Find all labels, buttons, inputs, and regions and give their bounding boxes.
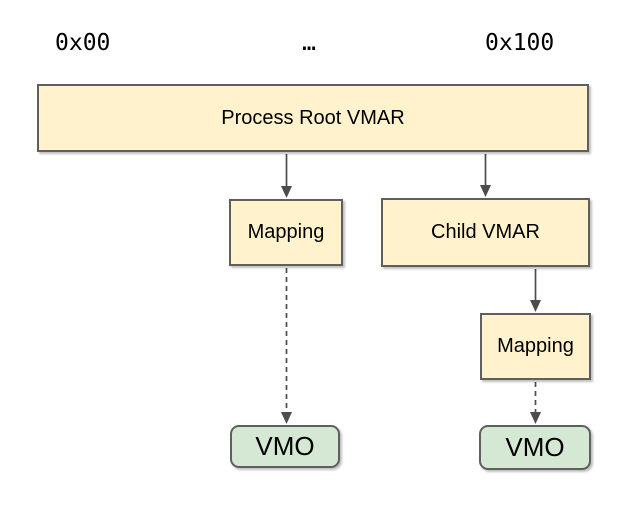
process-root-vmar-box: Process Root VMAR [37, 84, 589, 152]
vmo-right-label: VMO [505, 432, 565, 462]
mapping-right-label: Mapping [497, 335, 574, 357]
edge-mapping-left-to-vmo-left [281, 268, 292, 424]
vmo-left-box: VMO [230, 425, 340, 468]
child-vmar-box: Child VMAR [381, 198, 590, 267]
edge-root-to-child-vmar [480, 154, 491, 197]
address-label-end: 0x100 [485, 30, 555, 56]
vmo-right-box: VMO [479, 425, 591, 470]
mapping-right-box: Mapping [480, 313, 591, 380]
edge-mapping-right-to-vmo-right [530, 382, 541, 424]
edge-root-to-mapping-left [281, 154, 292, 198]
address-label-ellipsis: … [302, 30, 316, 56]
address-label-start: 0x00 [55, 30, 111, 56]
process-root-vmar-label: Process Root VMAR [221, 106, 405, 129]
vmo-left-label: VMO [255, 431, 315, 461]
edge-child-vmar-to-mapping-right [530, 269, 541, 312]
mapping-left-label: Mapping [247, 221, 325, 243]
mapping-left-box: Mapping [229, 199, 343, 266]
child-vmar-label: Child VMAR [431, 221, 540, 243]
